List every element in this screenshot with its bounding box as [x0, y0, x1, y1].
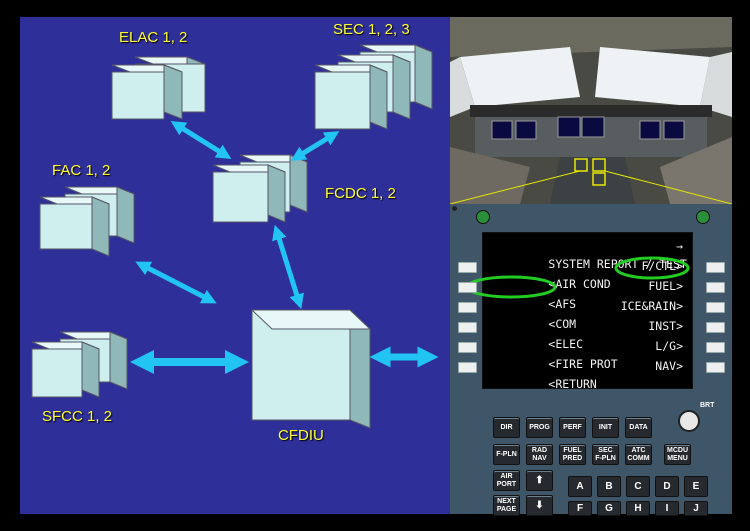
key-j[interactable]: J: [684, 501, 708, 516]
fac-unit: [39, 186, 135, 257]
key-g[interactable]: G: [597, 501, 621, 516]
annunciator-light-left: [476, 210, 490, 224]
connection-arrows: [130, 121, 439, 374]
item-ice-rain[interactable]: ICE&RAIN>: [620, 299, 683, 313]
lsk-1l[interactable]: [458, 262, 477, 273]
lsk-6l[interactable]: [458, 362, 477, 373]
item-l-g[interactable]: L/G>: [655, 339, 683, 353]
brightness-knob[interactable]: [678, 410, 700, 432]
brt-label: BRT: [700, 402, 715, 409]
data-key[interactable]: DATA: [625, 417, 652, 438]
up-arrow-key[interactable]: ⬆: [526, 470, 553, 491]
screen-line-3: <COM ICE&RAIN>: [493, 297, 683, 331]
arrow-fac-cfdiu: [135, 261, 217, 304]
item-fire-prot[interactable]: <FIRE PROT: [548, 357, 618, 371]
diagram-graphics: [31, 44, 439, 429]
up-arrow-icon: ⬆: [535, 474, 544, 486]
elac-unit: [111, 56, 206, 120]
screen-line-6: <RETURN NAV>: [493, 357, 683, 391]
screen-line-4: <ELEC INST>: [493, 317, 683, 351]
dir-key[interactable]: DIR: [493, 417, 520, 438]
lsk-6r[interactable]: [706, 362, 725, 373]
fac-label: FAC 1, 2: [52, 162, 111, 179]
next-page-arrow-icon: →: [676, 239, 683, 253]
lsk-2r[interactable]: [706, 282, 725, 293]
screen-line-1: <AIR COND F/CTL>: [493, 257, 683, 291]
cockpit-photo: [450, 17, 732, 204]
mcdu-screen: SYSTEM REPORT / TEST → <AIR COND F/CTL> …: [482, 232, 693, 391]
cfdiu-label: CFDIU: [278, 427, 324, 444]
lsk-5l[interactable]: [458, 342, 477, 353]
item-afs[interactable]: <AFS: [548, 297, 577, 311]
key-c[interactable]: C: [626, 476, 650, 497]
item-f-ctl[interactable]: F/CTL>: [641, 259, 683, 273]
cfdiu-unit: [250, 308, 372, 429]
prog-key[interactable]: PROG: [526, 417, 553, 438]
key-i[interactable]: I: [655, 501, 679, 516]
down-arrow-key[interactable]: ⬇: [526, 495, 553, 516]
mcdu-panel: SYSTEM REPORT / TEST → <AIR COND F/CTL> …: [450, 204, 732, 516]
item-return[interactable]: <RETURN: [548, 377, 597, 391]
lsk-3l[interactable]: [458, 302, 477, 313]
down-arrow-icon: ⬇: [535, 499, 544, 511]
sec-unit: [314, 44, 433, 130]
perf-key[interactable]: PERF: [559, 417, 586, 438]
annunciator-light-right: [696, 210, 710, 224]
arrow-fcdc-cfdiu: [272, 224, 304, 310]
item-com[interactable]: <COM: [548, 317, 577, 331]
lsk-4r[interactable]: [706, 322, 725, 333]
key-a[interactable]: A: [568, 476, 592, 497]
screen-line-5: <FIRE PROT L/G>: [493, 337, 683, 371]
key-f[interactable]: F: [568, 501, 592, 516]
item-inst[interactable]: INST>: [648, 319, 683, 333]
lsk-4l[interactable]: [458, 322, 477, 333]
screen-title: SYSTEM REPORT / TEST →: [493, 237, 686, 271]
item-nav[interactable]: NAV>: [655, 359, 683, 373]
item-elec[interactable]: <ELEC: [548, 337, 584, 351]
elac-label: ELAC 1, 2: [119, 29, 188, 46]
key-h[interactable]: H: [626, 501, 650, 516]
arrow-elac-fcdc: [170, 121, 232, 159]
flight-control-diagram: ELAC 1, 2 SEC 1, 2, 3 FAC 1, 2 FCDC 1, 2…: [20, 17, 450, 514]
lsk-2l[interactable]: [458, 282, 477, 293]
item-fuel[interactable]: FUEL>: [648, 279, 683, 293]
key-b[interactable]: B: [597, 476, 621, 497]
sec-label: SEC 1, 2, 3: [333, 21, 410, 38]
init-key[interactable]: INIT: [592, 417, 619, 438]
key-e[interactable]: E: [684, 476, 708, 497]
lsk-1r[interactable]: [706, 262, 725, 273]
arrow-sec-fcdc: [290, 131, 340, 161]
sfcc-unit: [31, 331, 128, 398]
lsk-3r[interactable]: [706, 302, 725, 313]
fcdc-unit: [212, 154, 308, 223]
lsk-5r[interactable]: [706, 342, 725, 353]
screw: [452, 206, 457, 211]
cockpit-illustration: [450, 17, 732, 204]
fcdc-label: FCDC 1, 2: [325, 185, 396, 202]
screen-line-2: <AFS FUEL>: [493, 277, 683, 311]
key-d[interactable]: D: [655, 476, 679, 497]
f-pln-key[interactable]: F-PLN: [493, 444, 520, 465]
sfcc-label: SFCC 1, 2: [42, 408, 113, 425]
